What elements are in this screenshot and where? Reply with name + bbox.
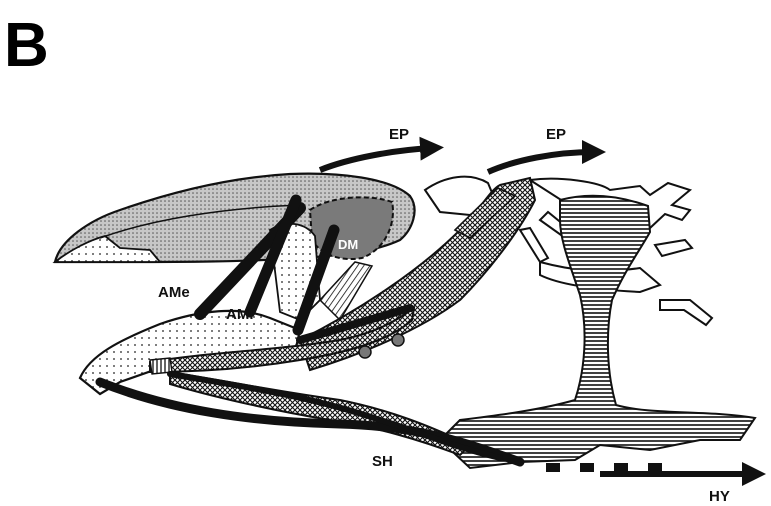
panel-letter: B [4,11,49,80]
hyoid-segments [546,463,662,472]
label-ame: AMe [158,284,190,301]
label-dm: DM [338,237,358,252]
label-hy: HY [709,488,730,505]
label-ep-1: EP [389,126,409,143]
ep-arrow-1 [320,148,432,170]
label-ami: AMi [226,306,254,323]
label-sh: SH [372,453,393,470]
arrow-icon [488,152,594,172]
label-ep-2: EP [546,126,566,143]
ep-arrow-2 [488,152,594,172]
arrow-icon [320,148,432,170]
